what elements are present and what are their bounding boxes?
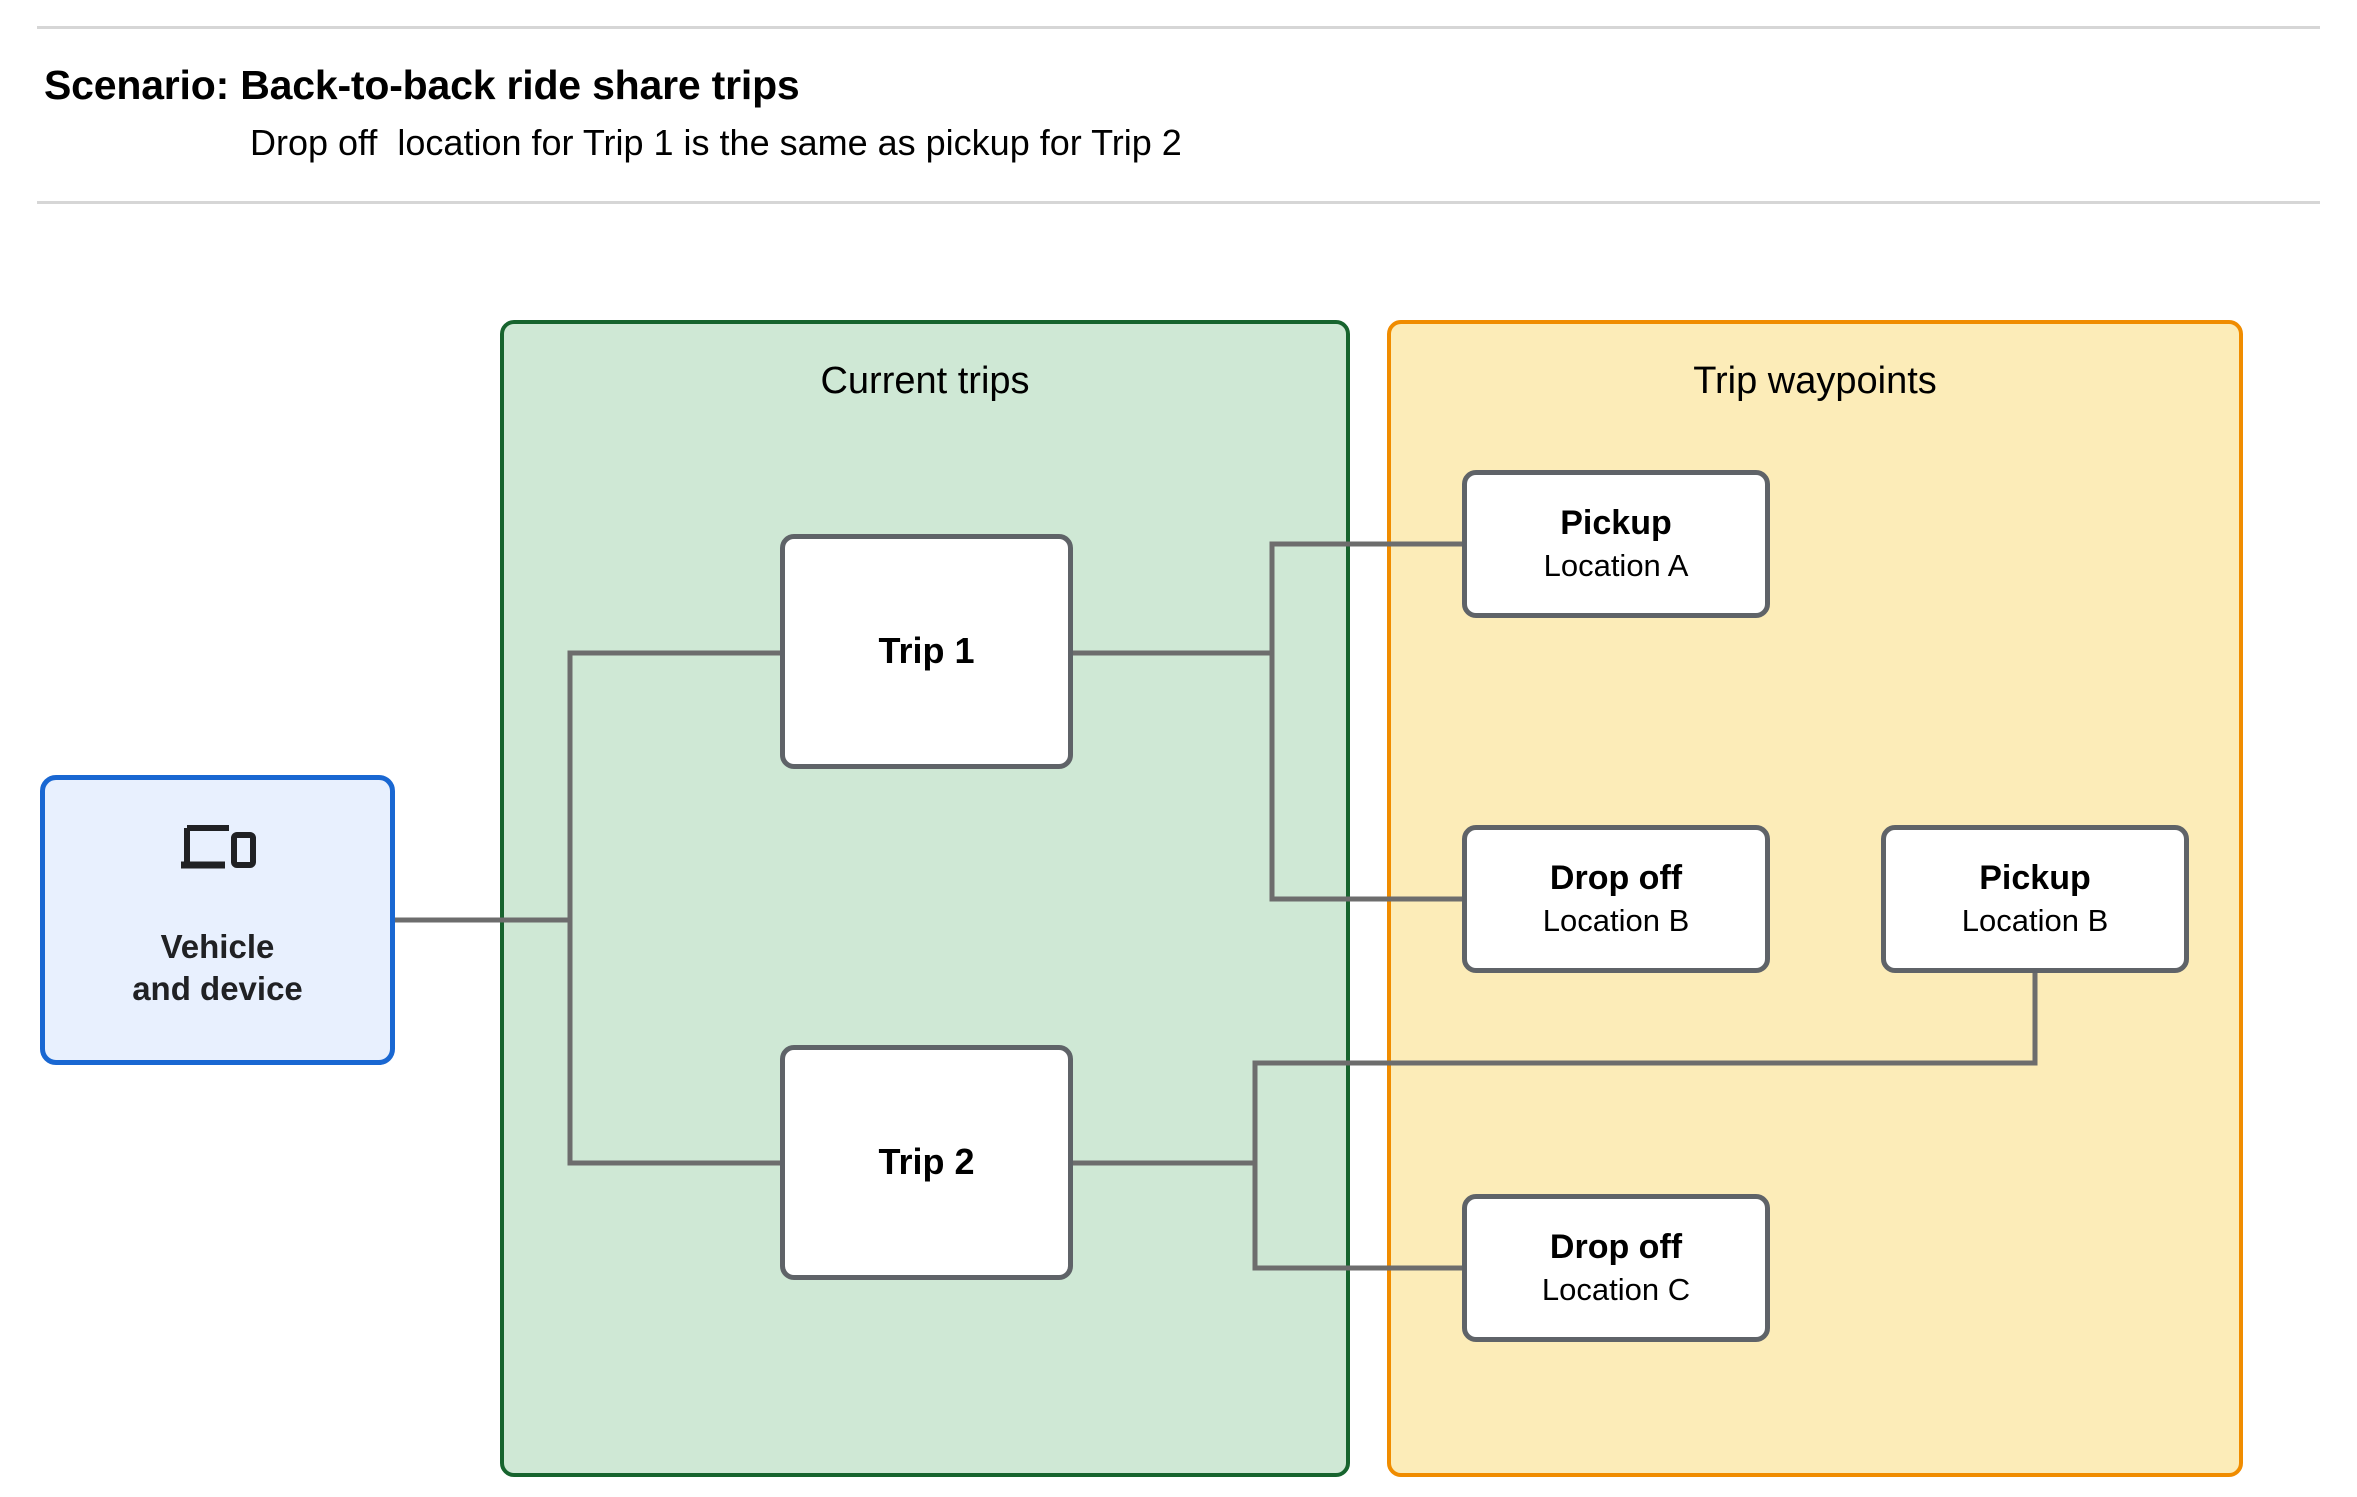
waypoint-type-label: Pickup [1979, 859, 2091, 898]
waypoint-location-label: Location A [1543, 548, 1689, 584]
panel-current-trips-title: Current trips [820, 360, 1030, 402]
node-trip-1-label: Trip 1 [878, 630, 975, 672]
devices-laptop-phone-icon [180, 825, 256, 869]
node-trip-2[interactable]: Trip 2 [780, 1045, 1073, 1280]
header-divider-bottom [37, 201, 2320, 204]
header-divider-top [37, 26, 2320, 29]
header: Scenario: Back-to-back ride share trips … [0, 0, 2357, 210]
page-subtitle: Drop off location for Trip 1 is the same… [250, 122, 1182, 163]
node-waypoint-pickup-location-a[interactable]: Pickup Location A [1462, 470, 1770, 618]
node-vehicle-and-device[interactable]: Vehicle and device [40, 775, 395, 1065]
waypoint-type-label: Pickup [1560, 504, 1672, 543]
node-trip-2-label: Trip 2 [878, 1141, 975, 1183]
waypoint-type-label: Drop off [1549, 859, 1683, 898]
node-vehicle-and-device-label: Vehicle and device [132, 928, 303, 1008]
waypoint-location-label: Location B [1961, 903, 2109, 939]
panel-current-trips: Current trips [500, 320, 1350, 1477]
node-trip-1[interactable]: Trip 1 [780, 534, 1073, 769]
node-waypoint-dropoff-location-c[interactable]: Drop off Location C [1462, 1194, 1770, 1342]
waypoint-location-label: Location C [1541, 1272, 1691, 1308]
node-waypoint-dropoff-location-b[interactable]: Drop off Location B [1462, 825, 1770, 973]
waypoint-location-label: Location B [1542, 903, 1690, 939]
waypoint-type-label: Drop off [1549, 1228, 1683, 1267]
panel-trip-waypoints-title: Trip waypoints [1693, 360, 1937, 402]
node-waypoint-pickup-location-b[interactable]: Pickup Location B [1881, 825, 2189, 973]
page-title: Scenario: Back-to-back ride share trips [44, 62, 800, 108]
